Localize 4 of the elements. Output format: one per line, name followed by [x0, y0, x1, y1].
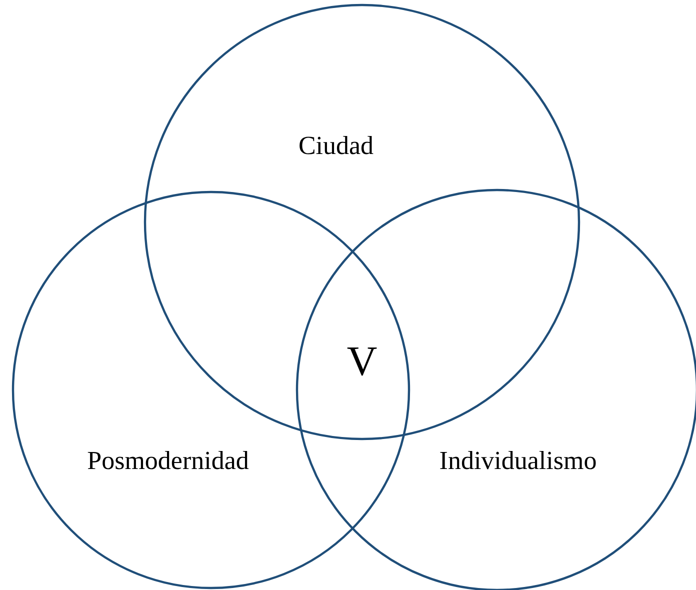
set-label: Individualismo: [439, 446, 597, 476]
set-label: Posmodernidad: [87, 446, 249, 476]
set-label: Ciudad: [298, 131, 374, 161]
intersection-label: V: [346, 338, 378, 386]
